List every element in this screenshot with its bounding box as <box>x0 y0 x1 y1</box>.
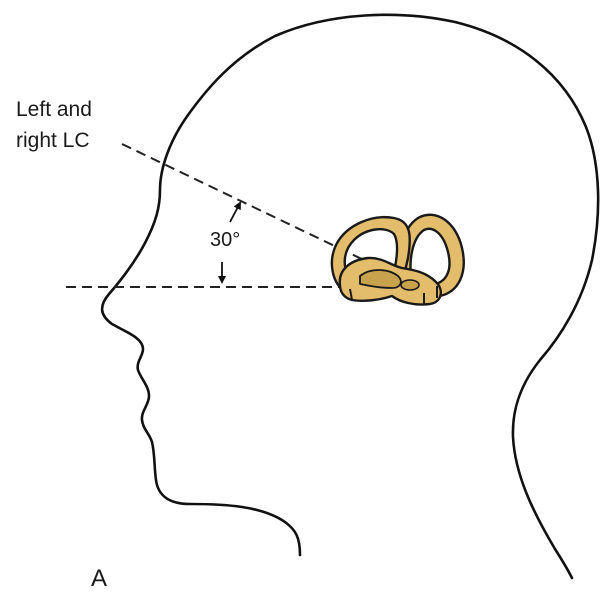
canal-label-line2: right LC <box>16 128 90 154</box>
panel-label: A <box>91 566 107 592</box>
canal-label-line1: Left and <box>16 97 92 123</box>
semicircular-canals-icon <box>332 215 464 305</box>
angle-label: 30° <box>210 227 240 253</box>
